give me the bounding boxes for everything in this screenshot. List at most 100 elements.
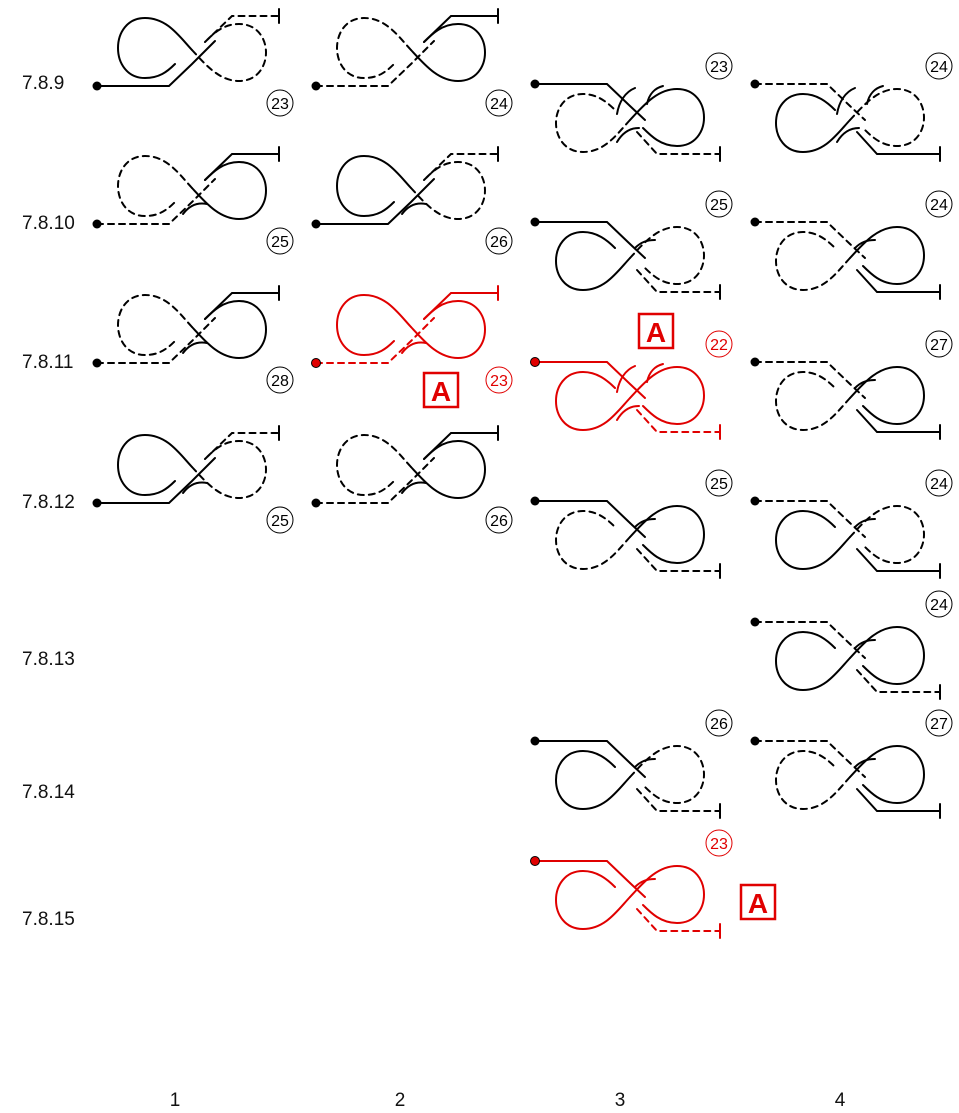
- entry-strand: [754, 361, 866, 399]
- start-dot: [92, 219, 102, 229]
- start-dot: [750, 357, 760, 367]
- exit-strand: [856, 409, 941, 433]
- right-loop: [629, 225, 705, 286]
- svg-text:25: 25: [710, 476, 728, 493]
- svg-text:25: 25: [271, 513, 289, 530]
- exit-strand: [423, 15, 499, 43]
- right-loop: [849, 504, 925, 565]
- svg-text:24: 24: [490, 96, 508, 113]
- crossing-number: 23: [705, 829, 733, 857]
- exit-strand: [204, 432, 280, 460]
- svg-text:25: 25: [271, 234, 289, 251]
- exit-strand: [423, 292, 499, 320]
- exit-strand: [856, 269, 941, 293]
- crossing-mark: [401, 341, 427, 354]
- crossing-mark: [866, 85, 884, 105]
- knot-cell-r1c3: 23: [530, 52, 733, 162]
- column-label-4: 4: [834, 1090, 846, 1111]
- crossing-number: 25: [705, 469, 733, 497]
- right-loop: [191, 160, 267, 221]
- knot-cell-r1c2: 24: [311, 8, 513, 117]
- entry-strand: [754, 83, 866, 121]
- start-dot: [750, 79, 760, 89]
- knot-cell-r3c2: 23 A: [311, 285, 513, 409]
- start-dot: [750, 217, 760, 227]
- left-loop: [775, 509, 851, 571]
- left-loop: [336, 16, 412, 80]
- start-dot: [311, 81, 321, 91]
- knot-cell-r3c4: 27: [750, 330, 953, 440]
- right-loop: [191, 439, 267, 500]
- crossing-mark: [401, 202, 427, 215]
- crossing-mark: [854, 379, 876, 389]
- crossing-mark: [182, 481, 208, 494]
- crossing-number: 23: [705, 52, 733, 80]
- svg-text:23: 23: [710, 836, 728, 853]
- right-loop: [849, 87, 925, 148]
- left-loop: [117, 16, 193, 80]
- entry-strand: [754, 621, 866, 659]
- right-loop: [849, 625, 925, 686]
- column-label-2: 2: [394, 1090, 406, 1111]
- crossing-number: 24: [925, 52, 953, 80]
- start-dot: [92, 358, 102, 368]
- crossing-number: 28: [266, 366, 294, 394]
- crossing-number: 22: [705, 330, 733, 358]
- knot-cell-r4c3: 25: [530, 469, 733, 579]
- svg-text:27: 27: [930, 716, 948, 733]
- entry-strand: [315, 40, 435, 87]
- knot-cell-r2c2: 26: [311, 146, 513, 255]
- left-loop: [555, 370, 631, 432]
- crossing-mark: [182, 341, 208, 354]
- crossing-number: 23: [485, 366, 513, 394]
- start-dot: [92, 81, 102, 91]
- knot-cell-r6c3: 26: [530, 709, 733, 819]
- crossing-mark: [634, 518, 656, 528]
- svg-text:23: 23: [710, 59, 728, 76]
- column-label-1: 1: [169, 1090, 181, 1111]
- crossing-mark: [854, 639, 876, 649]
- entry-strand: [534, 83, 646, 121]
- start-dot: [530, 856, 540, 866]
- entry-strand: [534, 740, 646, 778]
- entry-strand: [315, 178, 435, 225]
- start-dot: [750, 617, 760, 627]
- entry-strand: [754, 500, 866, 538]
- start-dot: [311, 219, 321, 229]
- left-loop: [555, 869, 631, 931]
- row-label-7-8-15: 7.8.15: [22, 909, 75, 930]
- crossing-number: 26: [705, 709, 733, 737]
- crossing-mark: [182, 202, 208, 215]
- knot-cell-r2c3: 25: [530, 190, 733, 300]
- svg-text:26: 26: [490, 513, 508, 530]
- svg-text:22: 22: [710, 337, 728, 354]
- row-label-7-8-12: 7.8.12: [22, 492, 75, 513]
- badge-a: A: [739, 883, 777, 921]
- right-loop: [410, 299, 486, 360]
- row-label-7-8-9: 7.8.9: [22, 73, 65, 94]
- crossing-number: 25: [266, 227, 294, 255]
- svg-text:23: 23: [271, 96, 289, 113]
- right-loop: [629, 864, 705, 925]
- svg-text:A: A: [431, 376, 451, 407]
- left-loop: [775, 92, 851, 154]
- row-label-7-8-11: 7.8.11: [22, 352, 74, 373]
- exit-strand: [423, 153, 499, 181]
- left-loop: [117, 293, 193, 357]
- column-label-3: 3: [614, 1090, 626, 1111]
- crossing-mark: [401, 481, 427, 494]
- exit-strand: [636, 788, 721, 812]
- crossing-number: 26: [485, 227, 513, 255]
- left-loop: [336, 293, 412, 357]
- knot-cell-r2c1: 25: [92, 146, 294, 255]
- knot-cell-r3c1: 28: [92, 285, 294, 394]
- exit-strand: [636, 409, 721, 433]
- svg-text:A: A: [748, 888, 768, 919]
- start-dot: [311, 358, 321, 368]
- svg-text:24: 24: [930, 197, 948, 214]
- crossing-mark: [616, 127, 640, 143]
- crossing-number: 26: [485, 506, 513, 534]
- entry-strand: [315, 457, 435, 504]
- svg-text:24: 24: [930, 597, 948, 614]
